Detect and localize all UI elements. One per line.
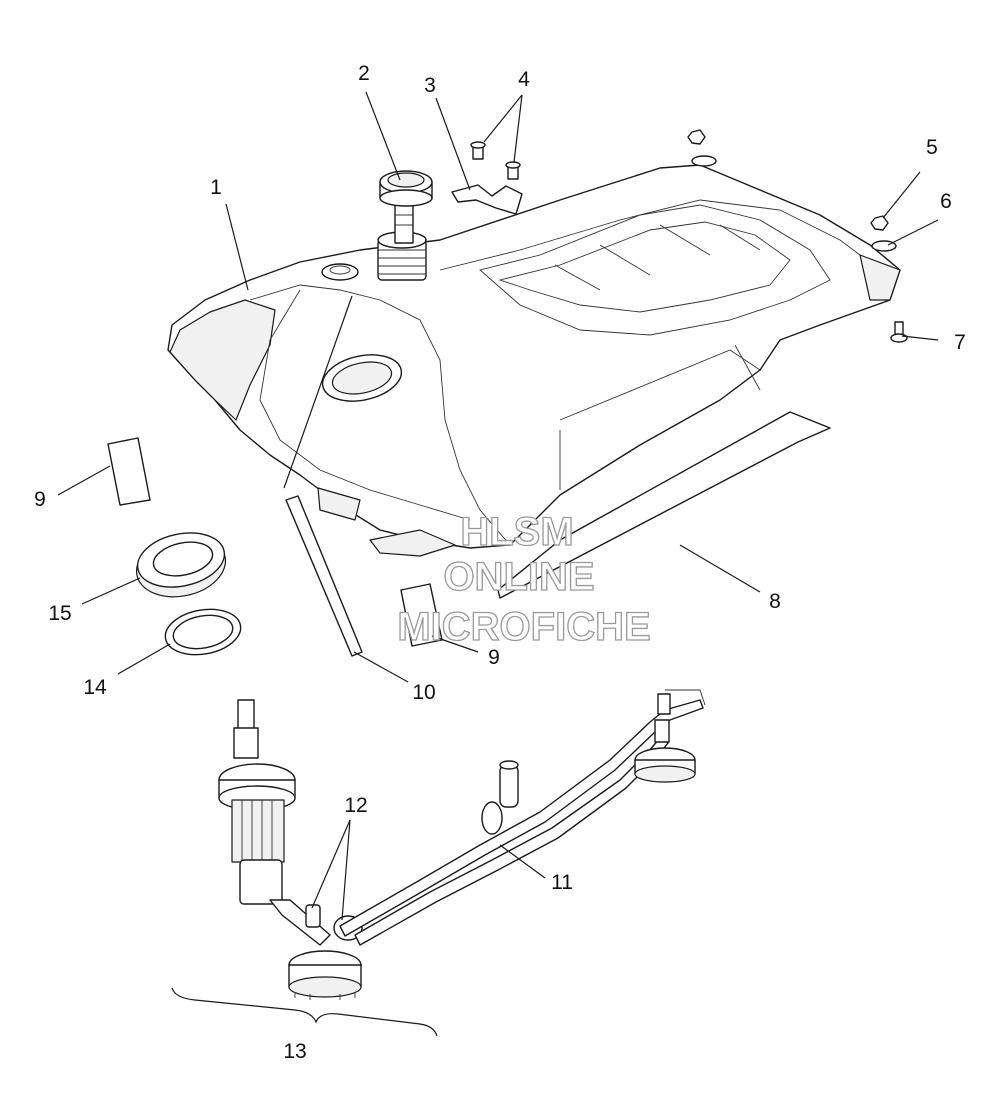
leader-lines — [57, 91, 939, 921]
part-7-screw — [890, 321, 908, 343]
part-4-bolts — [470, 141, 521, 180]
callout-2: 2 — [358, 62, 370, 85]
callout-3: 3 — [424, 74, 436, 97]
part-1-fuel-tank — [167, 164, 901, 557]
callout-6: 6 — [940, 190, 952, 213]
callout-7: 7 — [954, 331, 966, 354]
callout-labels: 1 2 3 4 5 6 7 8 9 9 10 11 12 13 14 15 — [34, 62, 966, 1063]
callout-8: 8 — [769, 590, 781, 613]
part-10-hose — [285, 495, 363, 657]
part-9-pad-left — [107, 437, 151, 506]
callout-1: 1 — [210, 176, 222, 199]
watermark-line-1: HLSM — [460, 510, 573, 554]
callout-15: 15 — [48, 602, 71, 625]
part-2-fuel-cap — [377, 170, 433, 281]
callout-13: 13 — [283, 1040, 306, 1063]
part-14-seal — [164, 608, 242, 656]
callout-4: 4 — [518, 68, 530, 91]
part-5-nuts — [687, 129, 889, 231]
part-3-bracket — [451, 184, 523, 215]
callout-5: 5 — [926, 136, 938, 159]
callout-14: 14 — [83, 676, 107, 699]
part-13-bracket — [171, 987, 438, 1037]
callout-10: 10 — [412, 681, 435, 704]
part-15-lock-ring — [135, 532, 227, 598]
watermark-line-2: ONLINE — [443, 555, 594, 599]
callout-9-right: 9 — [488, 646, 500, 669]
watermark-line-3: MICROFICHE — [397, 605, 650, 649]
part-13-fuel-pump-assembly — [218, 699, 362, 1000]
part-8-heat-shield — [497, 411, 831, 599]
callout-11: 11 — [551, 871, 573, 894]
callout-12: 12 — [344, 794, 367, 817]
callout-9-left: 9 — [34, 488, 46, 511]
part-11-fuel-line — [339, 689, 706, 946]
watermark: HLSM ONLINE MICROFICHE — [397, 509, 652, 649]
